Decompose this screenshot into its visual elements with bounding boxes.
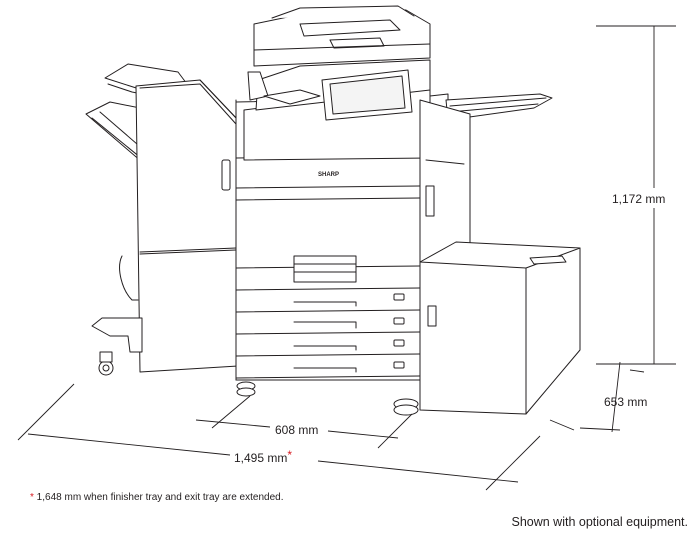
brand-label: SHARP <box>318 172 339 178</box>
finisher-base <box>91 255 143 376</box>
printer-illustration: SHARP <box>85 5 581 416</box>
large-capacity-tray <box>419 241 581 415</box>
overall-width-value: 1,495 mm <box>234 451 287 465</box>
inner-width-label: 608 mm <box>275 423 318 437</box>
dimension-lines <box>17 25 676 491</box>
casters <box>236 381 419 416</box>
footnote-marker: * <box>30 492 34 503</box>
footnote-text: 1,648 mm when finisher tray and exit tra… <box>34 492 284 503</box>
overall-width-asterisk: * <box>287 448 292 462</box>
footnote: * 1,648 mm when finisher tray and exit t… <box>30 492 283 503</box>
touch-panel <box>321 69 413 121</box>
paper-drawers <box>293 255 405 373</box>
finisher-unit <box>135 79 239 373</box>
height-label: 1,172 mm <box>612 192 665 206</box>
document-feeder <box>253 5 431 67</box>
main-body <box>235 97 421 381</box>
caption: Shown with optional equipment. <box>511 515 688 529</box>
depth-label: 653 mm <box>604 395 647 409</box>
overall-width-label: 1,495 mm* <box>234 448 292 465</box>
